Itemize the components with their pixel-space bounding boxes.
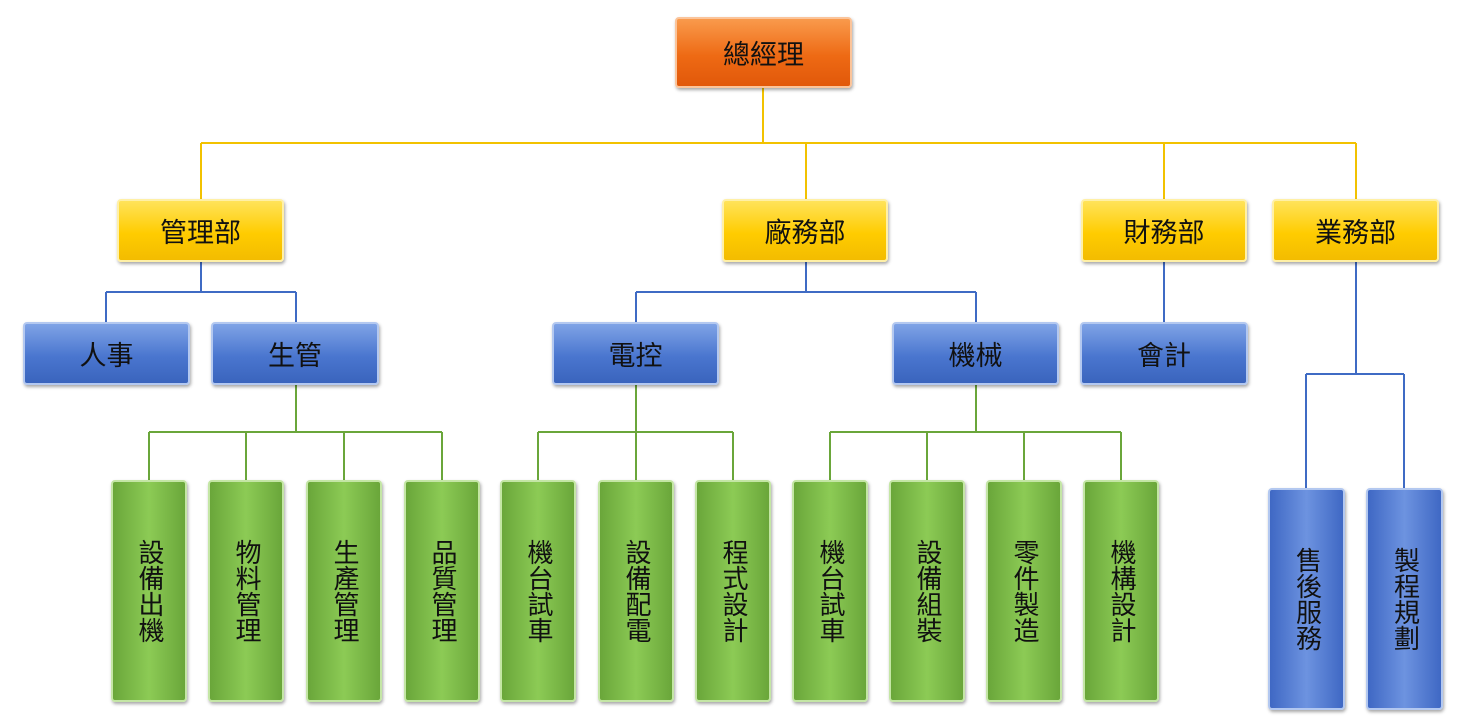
node-after-sales-service-label: 售後服務 — [1291, 547, 1322, 651]
node-sales-dept: 業務部 — [1272, 199, 1439, 262]
node-production-mgmt-label: 生管 — [268, 341, 322, 372]
node-accounting-label: 會計 — [1137, 341, 1191, 372]
node-material-mgmt: 物料管理 — [208, 480, 284, 702]
connector-factory-sections — [635, 262, 977, 323]
connector-production-units — [148, 385, 443, 480]
node-management-dept: 管理部 — [117, 199, 284, 262]
node-equipment-shipping: 設備出機 — [111, 480, 187, 702]
node-program-design: 程式設計 — [695, 480, 771, 702]
node-general-manager-label: 總經理 — [723, 40, 804, 71]
node-mech-machine-test: 機台試車 — [792, 480, 868, 702]
node-finance-dept-label: 財務部 — [1123, 218, 1205, 249]
node-personnel-label: 人事 — [79, 341, 134, 372]
node-after-sales-service: 售後服務 — [1268, 488, 1345, 710]
node-factory-dept-label: 廠務部 — [764, 218, 846, 249]
node-factory-dept: 廠務部 — [722, 199, 888, 262]
node-mech-machine-test-label: 機台試車 — [815, 539, 845, 643]
node-personnel: 人事 — [23, 322, 190, 385]
node-parts-manufacturing-label: 零件製造 — [1009, 539, 1039, 643]
connector-management-sections — [105, 262, 297, 323]
node-equipment-wiring: 設備配電 — [598, 480, 674, 702]
node-mechanism-design-label: 機構設計 — [1106, 539, 1136, 643]
node-ec-machine-test-label: 機台試車 — [523, 539, 553, 643]
node-process-planning: 製程規劃 — [1366, 488, 1443, 710]
node-equipment-wiring-label: 設備配電 — [621, 539, 651, 643]
node-management-dept-label: 管理部 — [160, 218, 241, 249]
node-equipment-shipping-label: 設備出機 — [134, 539, 164, 643]
node-general-manager: 總經理 — [675, 17, 852, 88]
node-quality-mgmt-label: 品質管理 — [427, 539, 457, 643]
node-ec-machine-test: 機台試車 — [500, 480, 576, 702]
node-material-mgmt-label: 物料管理 — [231, 539, 261, 643]
node-production-management-label: 生產管理 — [329, 539, 359, 643]
node-mechanical: 機械 — [892, 322, 1059, 385]
connector-electrical-units — [537, 385, 734, 480]
node-program-design-label: 程式設計 — [718, 539, 748, 643]
node-equipment-assembly-label: 設備組裝 — [912, 539, 942, 643]
node-electrical-control-label: 電控 — [608, 341, 663, 372]
node-production-management: 生產管理 — [306, 480, 382, 702]
connector-sales-units — [1305, 262, 1405, 488]
node-mechanism-design: 機構設計 — [1083, 480, 1159, 702]
connector-mechanical-units — [829, 385, 1122, 480]
node-process-planning-label: 製程規劃 — [1389, 547, 1420, 651]
node-production-mgmt: 生管 — [211, 322, 379, 385]
node-quality-mgmt: 品質管理 — [404, 480, 480, 702]
node-accounting: 會計 — [1080, 322, 1248, 385]
node-finance-dept: 財務部 — [1081, 199, 1247, 262]
node-electrical-control: 電控 — [552, 322, 719, 385]
node-sales-dept-label: 業務部 — [1315, 218, 1396, 249]
node-parts-manufacturing: 零件製造 — [986, 480, 1062, 702]
connector-root-departments — [200, 88, 1357, 200]
node-equipment-assembly: 設備組裝 — [889, 480, 965, 702]
node-mechanical-label: 機械 — [948, 341, 1003, 372]
